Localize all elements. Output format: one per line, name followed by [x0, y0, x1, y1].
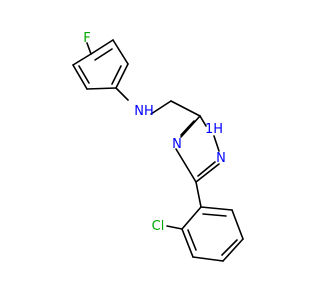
- triazole-n-right-label: N: [216, 151, 226, 166]
- chlorine-label: Cl: [152, 219, 165, 234]
- ring-double-bond: [187, 229, 197, 251]
- ring-bond: [192, 256, 224, 262]
- triazole-nh-label: 1H: [205, 122, 223, 137]
- ring-bond: [72, 53, 92, 66]
- fluorine-label: F: [83, 31, 90, 46]
- bond-c-nh: [115, 87, 129, 101]
- ring-bond: [86, 87, 117, 90]
- ring-bond: [222, 238, 244, 262]
- triazole-n-left-label: N: [172, 137, 182, 152]
- triazole-bond: [199, 115, 207, 127]
- ring-bond: [181, 228, 194, 258]
- ring-double-bond: [94, 48, 113, 61]
- ring-bond: [181, 206, 202, 230]
- ring-bond: [112, 39, 129, 65]
- ring-bond: [200, 206, 233, 211]
- triazole-double-bond: [197, 161, 216, 177]
- triazole-double-bond: [180, 120, 195, 136]
- bond-c-cl: [166, 225, 183, 230]
- bond-ch2-triazole: [170, 100, 201, 117]
- amine-nh-label: NH: [134, 104, 154, 119]
- triazole-bond: [180, 115, 201, 138]
- ring-bond: [115, 63, 129, 89]
- ring-bond: [231, 209, 244, 240]
- ring-double-bond: [78, 65, 90, 84]
- ring-double-bond: [202, 213, 227, 217]
- bond-nh-ch2: [150, 100, 172, 115]
- ring-double-bond: [111, 65, 122, 85]
- atom-labels: F NH 1H N N Cl: [83, 31, 226, 234]
- triazole-bond: [175, 148, 197, 183]
- ring-double-bond: [221, 239, 238, 256]
- bond-f-c: [86, 42, 92, 55]
- ring-bond: [72, 64, 88, 90]
- molecule-structure: F NH 1H N N Cl: [72, 31, 244, 262]
- ring-bond: [90, 39, 114, 55]
- triazole-bond: [213, 135, 220, 152]
- bond-lines: [72, 39, 244, 262]
- bond-triazole-ring: [195, 181, 202, 208]
- triazole-bond: [195, 163, 220, 183]
